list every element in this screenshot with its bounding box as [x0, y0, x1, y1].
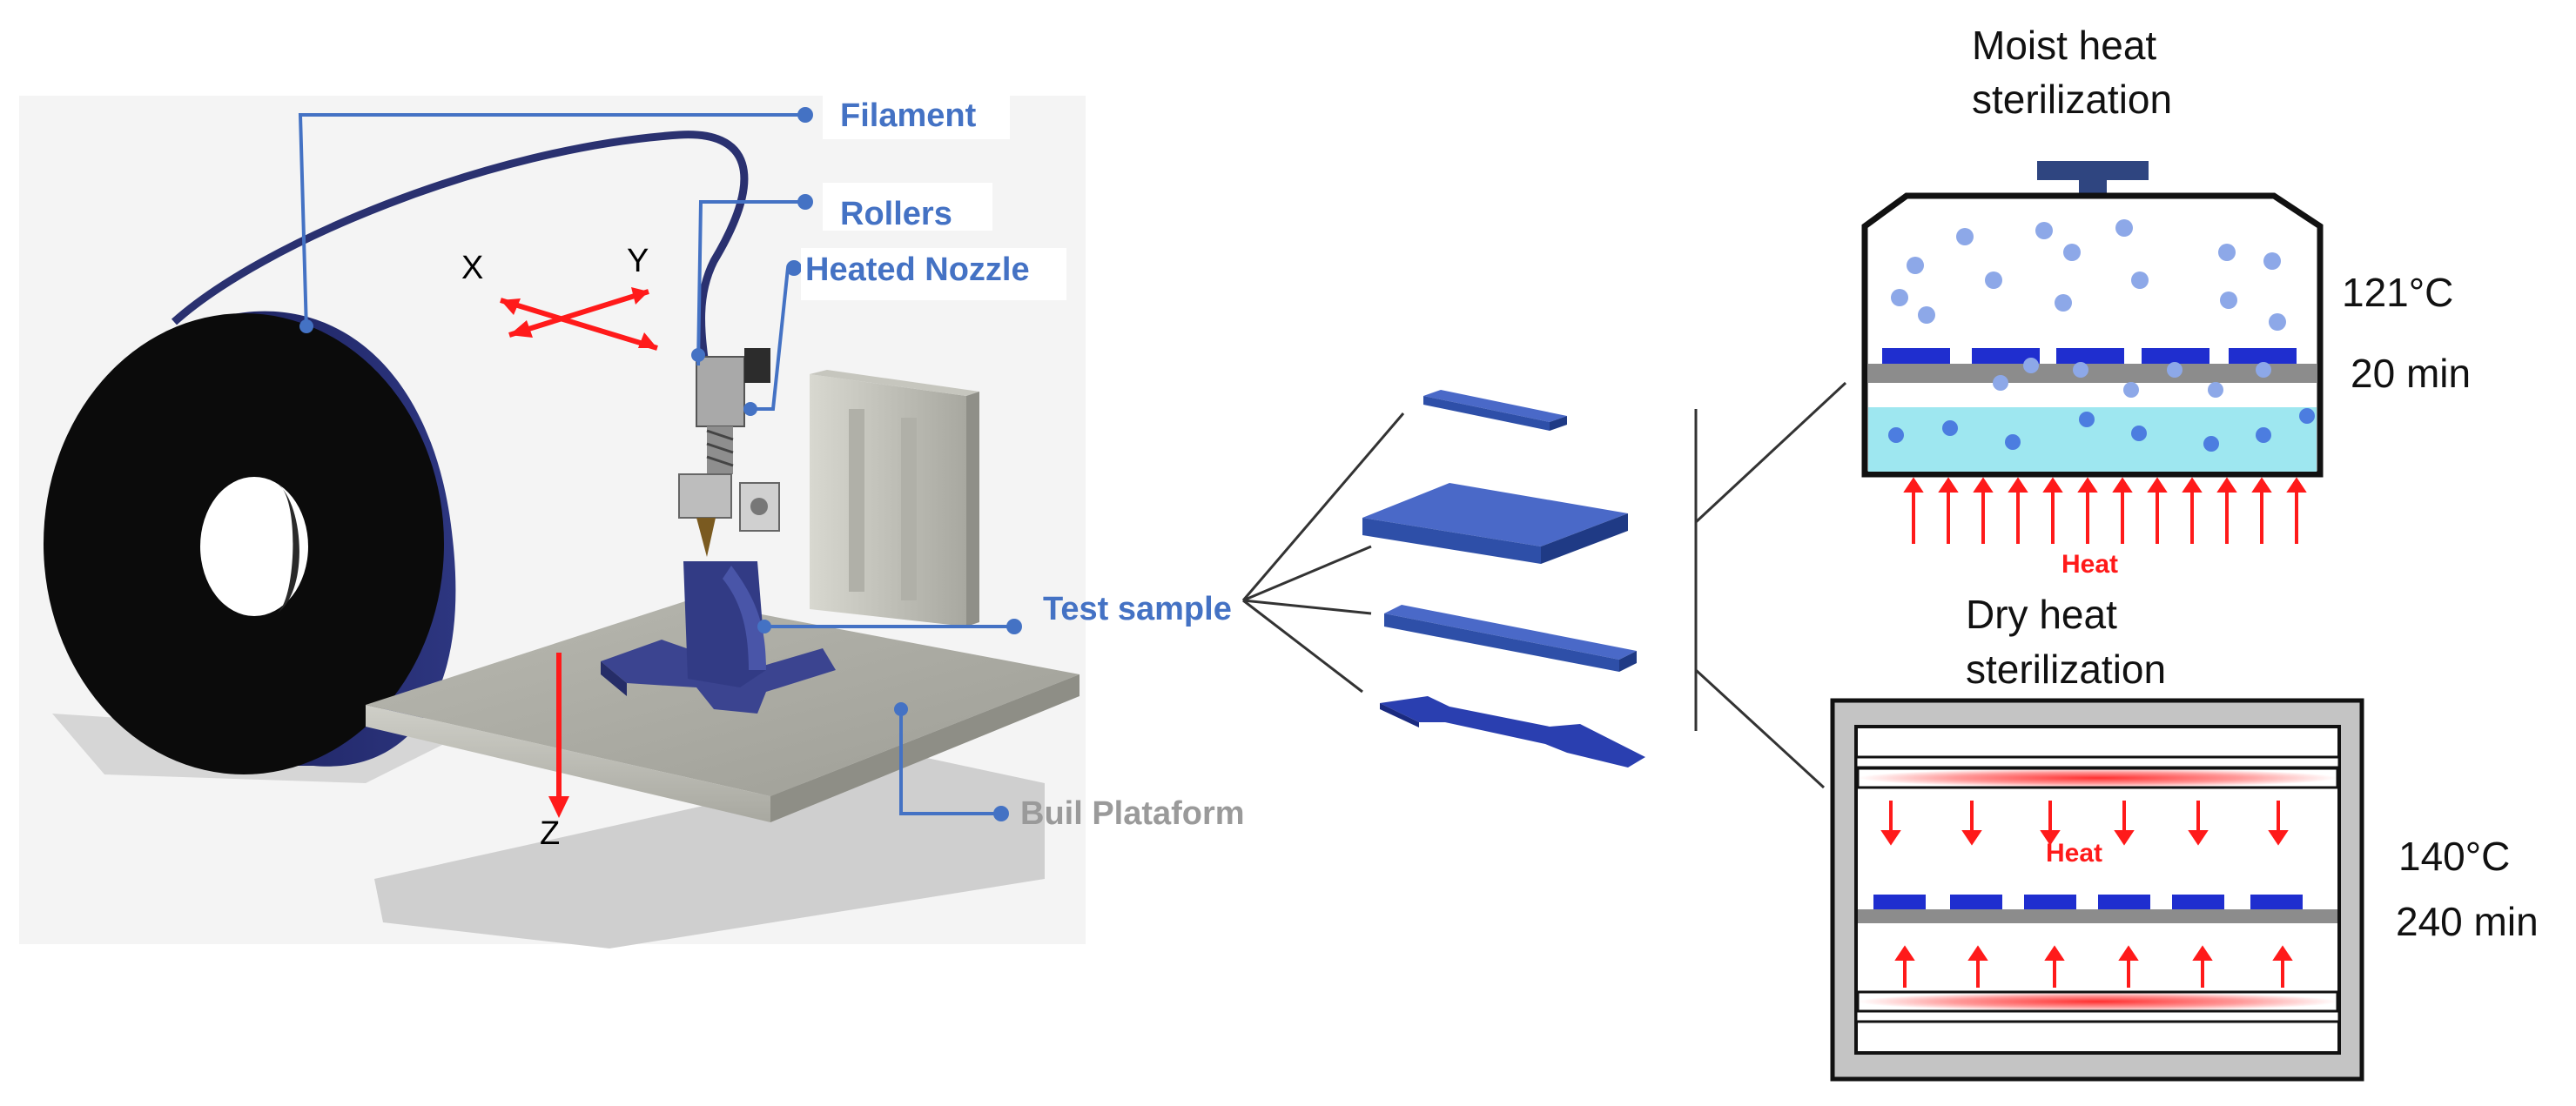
heat-arrow-head: [2147, 477, 2168, 493]
label-build-platform: Buil Plataform: [1020, 795, 1245, 832]
heat-arrow-head: [2042, 477, 2063, 493]
autoclave-body: [1861, 192, 2324, 478]
axis-z-label: Z: [540, 815, 560, 852]
oven-icon: Dry heat sterilization Heat 140°C 240 mi…: [1830, 592, 2539, 1082]
callout-dots: [299, 107, 1022, 821]
heat-arrow-head: [2114, 830, 2135, 846]
filament-strand: [171, 131, 749, 366]
steam-bubbles: [1891, 219, 2286, 398]
dry-title-line2: sterilization: [1966, 647, 2166, 692]
moist-title-line2: sterilization: [1972, 77, 2172, 122]
sample-fan-lines: [1241, 412, 1405, 694]
moist-heat-label: Heat: [2061, 550, 2118, 579]
sample-bar: [1384, 605, 1637, 672]
label-test-sample: Test sample: [1043, 591, 1232, 627]
heat-arrow-head: [1961, 830, 1982, 846]
heat-arrow-head: [2268, 830, 2289, 846]
sample-dogbone: [1380, 696, 1645, 767]
oven-samples: [1873, 895, 2303, 909]
oven-rail-top: [1854, 755, 2341, 769]
heat-arrow-head: [2272, 945, 2293, 961]
oven-tray: [1858, 909, 2337, 923]
bracket-lines: [1694, 381, 1847, 789]
heat-arrow-head: [2008, 477, 2028, 493]
printer-illustration: X Y Z Filament Rollers Heat: [19, 91, 1245, 948]
heat-arrow-head: [2251, 477, 2272, 493]
autoclave-tray: [1868, 364, 2317, 383]
heat-arrow-head: [2040, 830, 2061, 846]
printer-rail: [810, 370, 979, 627]
oven-rail-bottom: [1854, 1009, 2341, 1023]
heat-arrow-head: [2182, 477, 2203, 493]
label-bg-filament: [823, 91, 1010, 139]
dry-heat-label: Heat: [2046, 839, 2102, 868]
autoclave-samples: [1882, 348, 2297, 364]
test-sample-part: [601, 561, 836, 714]
autoclave-icon: Moist heat sterilization: [1861, 23, 2471, 579]
label-bg-nozzle: [801, 248, 1066, 300]
oven-heat-arrows: [1880, 801, 2293, 988]
autoclave-valve: [2037, 161, 2149, 180]
heat-arrow-head: [1938, 477, 1959, 493]
heat-arrow-head: [1894, 945, 1915, 961]
xy-axis-arrows: [500, 287, 658, 351]
extruder-head: [678, 348, 780, 557]
moist-title-line1: Moist heat: [1972, 23, 2156, 68]
moist-temperature: 121°C: [2342, 270, 2453, 315]
heat-arrow-head: [1880, 830, 1901, 846]
label-filament: Filament: [840, 97, 977, 134]
label-heated-nozzle: Heated Nozzle: [805, 251, 1030, 288]
heat-arrow-head: [1903, 477, 1924, 493]
spool-icon: [44, 311, 456, 774]
label-rollers: Rollers: [840, 196, 952, 232]
dry-temperature: 140°C: [2398, 834, 2510, 879]
moist-time: 20 min: [2351, 351, 2471, 396]
callout-leaders: [298, 113, 1014, 815]
label-bg-rollers: [823, 183, 992, 231]
heat-arrow-head: [2192, 945, 2213, 961]
z-axis-arrow: [548, 653, 569, 818]
autoclave-heat-arrows: [1903, 477, 2307, 544]
axis-x-label: X: [461, 250, 483, 286]
oven-heater-top: [1856, 767, 2339, 789]
sample-plate: [1362, 483, 1628, 564]
heat-arrow-head: [2112, 477, 2133, 493]
axis-y-label: Y: [627, 243, 649, 279]
heat-arrow-head: [2077, 477, 2098, 493]
heat-arrow-head: [1967, 945, 1988, 961]
dry-time: 240 min: [2396, 899, 2539, 944]
water-bubbles: [1888, 408, 2315, 452]
samples-group: [1241, 381, 1847, 789]
oven-heater-bottom: [1856, 990, 2339, 1013]
heat-arrow-head: [1973, 477, 1994, 493]
platform-shadow: [374, 757, 1045, 948]
heat-arrow-head: [2188, 830, 2209, 846]
heat-arrow-head: [2118, 945, 2139, 961]
dry-title-line1: Dry heat: [1966, 592, 2117, 637]
sample-thin-bar: [1423, 390, 1567, 431]
heat-arrow-head: [2286, 477, 2307, 493]
heat-arrow-head: [2216, 477, 2237, 493]
heat-arrow-head: [2044, 945, 2065, 961]
autoclave-valve-stem: [2079, 180, 2107, 194]
